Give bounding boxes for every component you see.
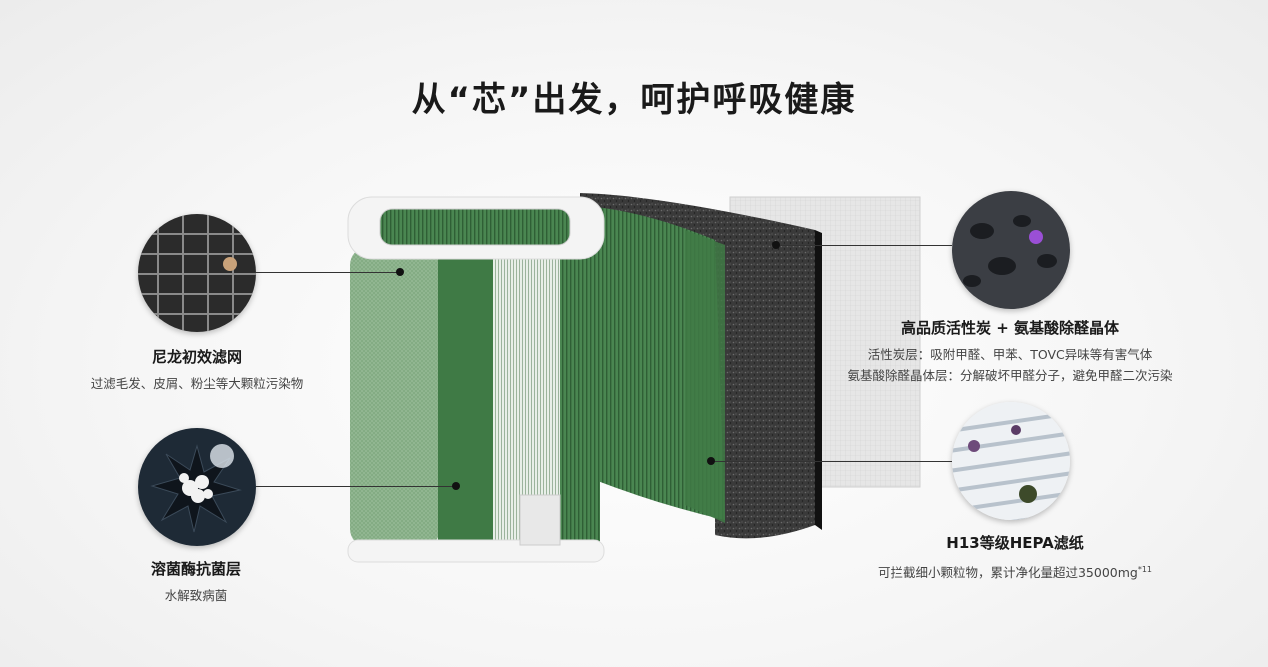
hepa-footnote: *11 bbox=[1137, 565, 1153, 574]
hepa-title: H13等级HEPA滤纸 bbox=[946, 534, 1084, 552]
hepa-leader-dot bbox=[707, 457, 715, 465]
enzyme-thumbnail bbox=[138, 428, 256, 546]
hepa-desc: 可拦截细小颗粒物，累计净化量超过35000mg bbox=[877, 565, 1138, 581]
nylon-leader-line bbox=[256, 272, 400, 273]
carbon-desc-1: 活性炭层：吸附甲醛、甲苯、TOVC异味等有害气体 bbox=[867, 347, 1153, 362]
enzyme-leader-line bbox=[256, 486, 456, 487]
hepa-label: H13等级HEPA滤纸 可拦截细小颗粒物，累计净化量超过35000mg*11 bbox=[850, 532, 1180, 583]
carbon-desc-2: 氨基酸除醛晶体层：分解破坏甲醛分子，避免甲醛二次污染 bbox=[847, 368, 1173, 383]
carbon-title: 高品质活性炭 + 氨基酸除醛晶体 bbox=[900, 319, 1119, 337]
nylon-label: 尼龙初效滤网 过滤毛发、皮屑、粉尘等大颗粒污染物 bbox=[40, 346, 354, 394]
nylon-mesh-thumbnail bbox=[138, 214, 256, 332]
enzyme-label: 溶菌酶抗菌层 水解致病菌 bbox=[96, 558, 296, 606]
nylon-desc: 过滤毛发、皮屑、粉尘等大颗粒污染物 bbox=[90, 376, 304, 391]
filter-cutaway-illustration bbox=[347, 193, 921, 563]
carbon-leader-line bbox=[776, 245, 952, 246]
nylon-leader-dot bbox=[396, 268, 404, 276]
carbon-thumbnail bbox=[952, 191, 1070, 309]
enzyme-leader-dot bbox=[452, 482, 460, 490]
nylon-title: 尼龙初效滤网 bbox=[151, 348, 242, 366]
hepa-thumbnail bbox=[952, 402, 1070, 520]
carbon-leader-dot bbox=[772, 241, 780, 249]
enzyme-title: 溶菌酶抗菌层 bbox=[150, 560, 241, 578]
page-title: 从“芯”出发，呵护呼吸健康 bbox=[411, 80, 857, 120]
hepa-leader-line bbox=[712, 461, 952, 462]
carbon-label: 高品质活性炭 + 氨基酸除醛晶体 活性炭层：吸附甲醛、甲苯、TOVC异味等有害气… bbox=[800, 317, 1220, 386]
enzyme-desc: 水解致病菌 bbox=[164, 588, 228, 603]
